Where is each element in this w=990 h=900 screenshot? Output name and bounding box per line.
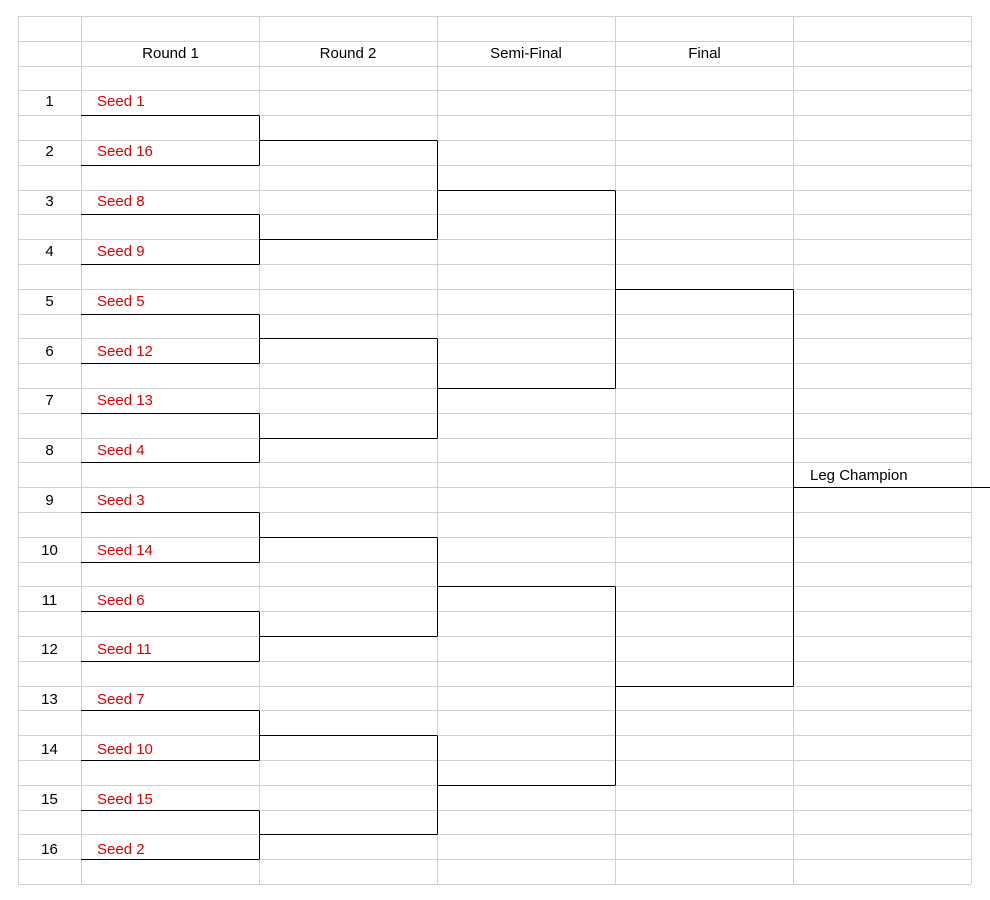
seed-slot[interactable]: Seed 16 (97, 143, 153, 160)
row-number[interactable]: 13 (41, 691, 58, 708)
row-number[interactable]: 16 (41, 841, 58, 858)
row-number[interactable]: 3 (45, 193, 54, 210)
row-number[interactable]: 4 (45, 243, 54, 260)
row-number[interactable]: 9 (45, 492, 54, 509)
seed-slot[interactable]: Seed 15 (97, 791, 153, 808)
seed-slot[interactable]: Seed 8 (97, 193, 145, 210)
header-semi-final[interactable]: Semi-Final (490, 45, 562, 62)
seed-slot[interactable]: Seed 7 (97, 691, 145, 708)
seed-slot[interactable]: Seed 13 (97, 392, 153, 409)
champion-label[interactable]: Leg Champion (810, 467, 908, 484)
row-number[interactable]: 14 (41, 741, 58, 758)
row-number[interactable]: 8 (45, 442, 54, 459)
row-number[interactable]: 11 (41, 592, 58, 609)
header-round-2[interactable]: Round 2 (319, 45, 377, 62)
seed-slot[interactable]: Seed 10 (97, 741, 153, 758)
row-number[interactable]: 5 (45, 293, 54, 310)
row-number[interactable]: 2 (45, 143, 54, 160)
seed-slot[interactable]: Seed 1 (97, 93, 145, 110)
seed-slot[interactable]: Seed 4 (97, 442, 145, 459)
seed-slot[interactable]: Seed 2 (97, 841, 145, 858)
seed-slot[interactable]: Seed 3 (97, 492, 145, 509)
row-number[interactable]: 6 (45, 343, 54, 360)
seed-slot[interactable]: Seed 6 (97, 592, 145, 609)
row-number[interactable]: 10 (41, 542, 58, 559)
row-number[interactable]: 12 (41, 641, 58, 658)
seed-slot[interactable]: Seed 14 (97, 542, 153, 559)
seed-slot[interactable]: Seed 5 (97, 293, 145, 310)
header-final[interactable]: Final (688, 45, 721, 62)
seed-slot[interactable]: Seed 12 (97, 343, 153, 360)
row-number[interactable]: 7 (45, 392, 54, 409)
header-round-1[interactable]: Round 1 (142, 45, 199, 62)
row-number[interactable]: 15 (41, 791, 58, 808)
seed-slot[interactable]: Seed 9 (97, 243, 145, 260)
row-number[interactable]: 1 (45, 93, 54, 110)
seed-slot[interactable]: Seed 11 (97, 641, 152, 658)
